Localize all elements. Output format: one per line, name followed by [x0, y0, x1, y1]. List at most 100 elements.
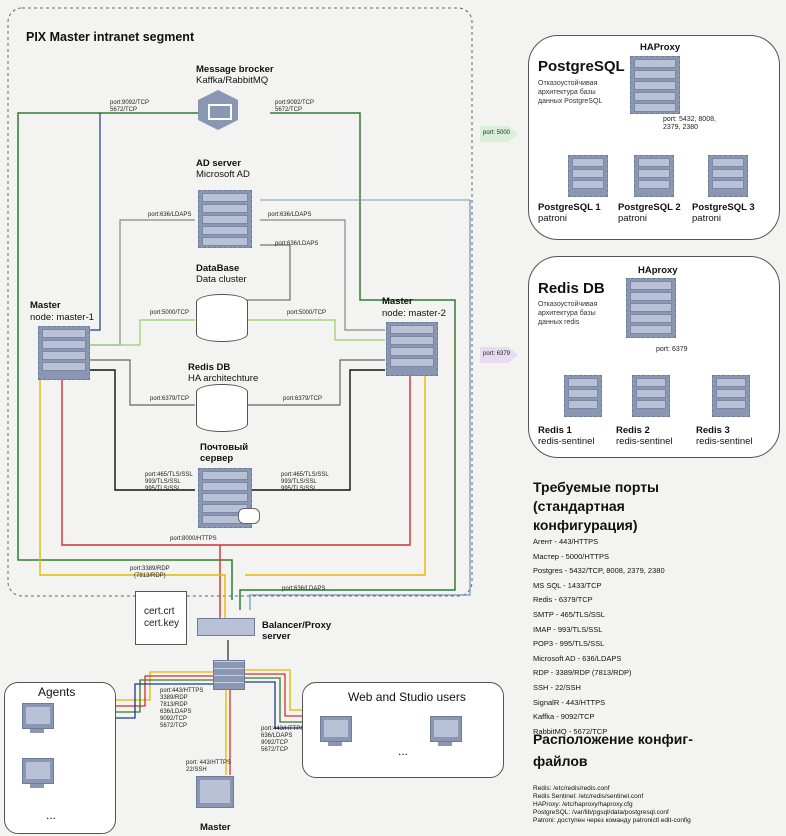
agents-title: Agents: [38, 685, 76, 699]
port-item: Redis - 6379/TCP: [533, 595, 593, 605]
redis-port-left: port:6379/TCP: [150, 396, 190, 402]
pg-arrow-label: port: 5000: [483, 130, 511, 136]
rd-haproxy-icon: [626, 278, 676, 338]
config-item: Redis Sentinel: /etc/redis/sentinel.conf: [533, 793, 644, 800]
port-item: RabbitMQ - 5672/TCP: [533, 726, 608, 736]
cert-file: cert.crt cert.key: [135, 591, 187, 645]
rd-node3-icon: [712, 375, 750, 417]
agent-pc-base: [30, 784, 44, 788]
redis-db-icon: [196, 384, 248, 432]
cert-crt: cert.crt: [144, 606, 175, 617]
ports-heading: Требуемые порты (стандартная конфигураци…: [533, 479, 660, 533]
port-item: Microsoft AD - 636/LDAPS: [533, 653, 622, 663]
ad-server-icon: [198, 190, 252, 248]
broker-port-right: port:9092/TCP 5672/TCP: [275, 100, 315, 113]
agent-pc-base: [30, 729, 44, 733]
agents-dots: ...: [46, 808, 57, 822]
master1-sub: node: master-1: [30, 312, 94, 323]
user-pc-base: [328, 742, 342, 746]
agent-pc-icon: [22, 758, 54, 784]
balancer-title: Balancer/Proxy server: [262, 620, 332, 642]
rd-node3-sub: redis-sentinel: [696, 436, 753, 447]
pg-node3-icon: [708, 155, 748, 197]
https-port: port:8000/HTTPS: [170, 536, 217, 542]
rd-node1-sub: redis-sentinel: [538, 436, 595, 447]
pg-node1-icon: [568, 155, 608, 197]
port-item: RDP - 3389/RDP (7813/RDP): [533, 668, 632, 678]
pg-arrow: port: 5000: [480, 126, 518, 142]
master2-server-icon: [386, 322, 438, 376]
fw-right-ports: port:443/HTTPS 636/LDAPS 9092/TCP 5672/T…: [261, 726, 305, 753]
ports-list: Агент - 443/HTTPS Мастер - 5000/HTTPS Post…: [533, 535, 665, 739]
ldaps-port: port:636/LDAPS: [282, 586, 326, 592]
master2-title: Master: [382, 296, 413, 307]
balancer-icon: [197, 618, 255, 636]
message-broker-icon: [198, 90, 238, 130]
master-pc-icon: [196, 776, 234, 808]
db-title: DataBase: [196, 263, 240, 274]
web-title: Web and Studio users: [348, 690, 466, 704]
pg-node2-icon: [634, 155, 674, 197]
master-bottom-ports: port: 443/HTTPS 22/SSH: [186, 760, 232, 773]
rd-node2-icon: [632, 375, 670, 417]
rd-title: Redis DB: [538, 280, 605, 297]
pg-node2-sub: patroni: [618, 213, 648, 224]
web-dots: ...: [398, 744, 409, 758]
ad-port-right: port:636/LDAPS: [268, 212, 312, 218]
config-item: Redis: /etc/redis/redis.conf: [533, 785, 610, 792]
fw-left-ports: port:443/HTTPS 3389/RDP 7813/RDP 636/LDA…: [160, 688, 204, 729]
pg-title: PostgreSQL: [538, 58, 625, 75]
ad-sub: Microsoft AD: [196, 169, 250, 180]
master1-title: Master: [30, 300, 61, 311]
port-item: Мастер - 5000/HTTPS: [533, 551, 609, 561]
cert-key: cert.key: [144, 618, 180, 629]
rd-arrow-label: port: 6379: [483, 351, 511, 357]
config-item: PostgreSQL: /var/lib/pgsql/data/postgres…: [533, 809, 669, 816]
rd-node1-title: Redis 1: [538, 425, 572, 436]
envelope-icon: [238, 508, 260, 524]
port-item: SSH - 22/SSH: [533, 682, 581, 692]
redis-port-right: port:6379/TCP: [283, 396, 323, 402]
rd-arrow: port: 6379: [480, 347, 518, 363]
database-icon: [196, 294, 248, 342]
pg-node2-title: PostgreSQL 2: [618, 202, 681, 213]
port-item: Postgres - 5432/TCP, 8008, 2379, 2380: [533, 566, 665, 576]
master-bottom-title: Master: [200, 822, 231, 833]
rd-ports: port: 6379: [656, 346, 688, 353]
db-port-left: port:5000/TCP: [150, 310, 190, 316]
agents-box: [4, 682, 116, 834]
rd-node3-title: Redis 3: [696, 425, 730, 436]
rd-node2-title: Redis 2: [616, 425, 650, 436]
pg-haproxy: HAProxy: [640, 42, 681, 53]
redis-title: Redis DB: [188, 362, 231, 373]
port-item: Агент - 443/HTTPS: [533, 537, 599, 546]
pg-node1-sub: patroni: [538, 213, 568, 224]
pg-node3-sub: patroni: [692, 213, 722, 224]
redis-sub: HA architechture: [188, 373, 259, 384]
mail-server-icon: [198, 468, 252, 528]
broker-port-left: port:9092/TCP 5672/TCP: [110, 100, 150, 113]
mail-port-left: port:465/TLS/SSL 993/TLS/SSL 995/TLS/SSL: [145, 472, 193, 492]
rd-haproxy: HAproxy: [638, 265, 678, 276]
db-port-right: port:5000/TCP: [287, 310, 327, 316]
db-sub: Data cluster: [196, 274, 247, 285]
config-item: Patroni: доступен через команду patronic…: [533, 817, 691, 824]
pg-node1-title: PostgreSQL 1: [538, 202, 601, 213]
rd-node1-icon: [564, 375, 602, 417]
port-item: SignalR - 443/HTTPS: [533, 697, 606, 707]
pg-ports: port: 5432, 8008, 2379, 2380: [663, 116, 716, 131]
user-pc-base: [438, 742, 452, 746]
config-item: HAProxy: /etc/haproxy/haproxy.cfg: [533, 801, 633, 808]
port-item: POP3 - 995/TLS/SSL: [533, 639, 605, 649]
broker-sub: Kaffka/RabbitMQ: [196, 75, 269, 86]
rd-desc: Отказоустойчивая архитектура базы данных…: [538, 301, 598, 326]
segment-title: PIX Master intranet segment: [26, 30, 195, 44]
port-item: Kaffka - 9092/TCP: [533, 712, 595, 722]
master1-server-icon: [38, 326, 90, 380]
port-item: SMTP - 465/TLS/SSL: [533, 609, 605, 619]
port-item: IMAP - 993/TLS/SSL: [533, 624, 603, 634]
rd-node2-sub: redis-sentinel: [616, 436, 673, 447]
pg-node3-title: PostgreSQL 3: [692, 202, 755, 213]
broker-title: Message brocker: [196, 64, 274, 75]
